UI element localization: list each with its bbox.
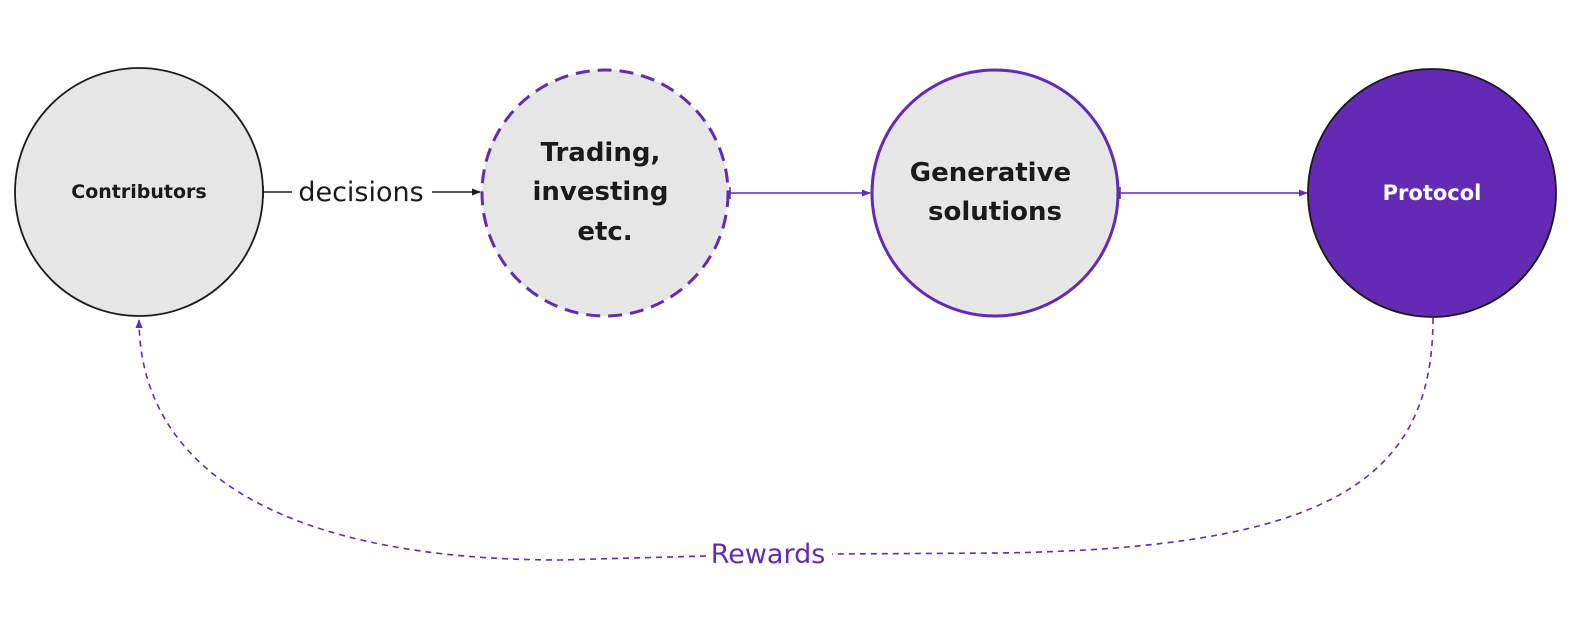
node-protocol: Protocol — [1307, 68, 1557, 318]
node-generative: Generative solutions — [870, 68, 1120, 318]
edge-decisions: decisions — [262, 177, 481, 208]
node-trading: Trading, investing etc. — [480, 68, 730, 318]
decisions-label: decisions — [298, 177, 423, 208]
node-contributors: Contributors — [14, 67, 264, 317]
rewards-curve-left — [135, 319, 707, 561]
protocol-circle — [1307, 68, 1557, 318]
rewards-curve-right — [831, 317, 1434, 555]
edge-rewards: Rewards — [135, 317, 1434, 570]
trading-circle — [480, 68, 730, 318]
protocol-label: Protocol — [1383, 181, 1482, 205]
edge-generative-to-protocol — [1119, 187, 1308, 199]
generative-label-line-1: Generative — [910, 158, 1071, 188]
edge-trading-to-generative — [729, 187, 871, 199]
generative-label: Generative solutions — [910, 158, 1080, 227]
contributors-label: Contributors — [71, 181, 206, 203]
generative-label-line-2: solutions — [928, 197, 1062, 227]
trading-label-line-2: investing — [532, 177, 668, 207]
trading-label: Trading, investing etc. — [532, 138, 677, 247]
trading-label-line-3: etc. — [577, 217, 632, 247]
trading-label-line-1: Trading, — [541, 138, 661, 168]
rewards-label: Rewards — [711, 539, 826, 570]
generative-circle — [870, 68, 1120, 318]
contributors-circle — [14, 67, 264, 317]
